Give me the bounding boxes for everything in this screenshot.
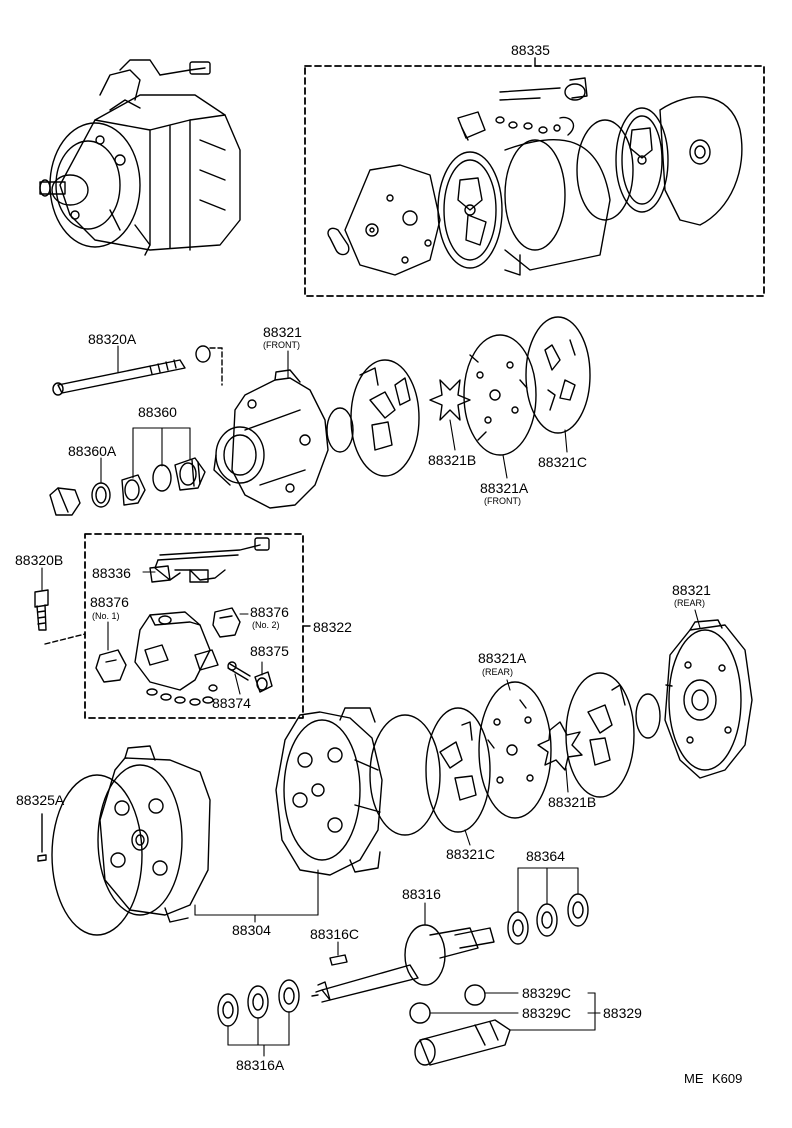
label-88329[interactable]: 88329: [603, 1005, 642, 1021]
label-88360[interactable]: 88360: [138, 404, 177, 420]
label-88329C-1[interactable]: 88329C: [522, 985, 572, 1001]
front-section-illustration: [49, 316, 591, 516]
label-88304[interactable]: 88304: [232, 922, 271, 938]
label-88376-no2[interactable]: 88376: [250, 604, 289, 620]
compressor-assembly-illustration: [39, 59, 241, 256]
label-88320A[interactable]: 88320A: [88, 331, 137, 347]
label-88329C-2[interactable]: 88329C: [522, 1005, 572, 1021]
label-88316[interactable]: 88316: [402, 886, 441, 902]
label-88321C-rear[interactable]: 88321C: [446, 846, 496, 862]
rear-section-illustration: [37, 619, 753, 1066]
label-88321B-front[interactable]: 88321B: [428, 452, 477, 468]
label-88335[interactable]: 88335: [511, 42, 550, 58]
label-front-tag-2: (FRONT): [484, 496, 521, 506]
label-88321A-rear[interactable]: 88321A: [478, 650, 527, 666]
label-88322[interactable]: 88322: [313, 619, 352, 635]
label-no1-tag: (No. 1): [92, 611, 120, 621]
label-88376-no1[interactable]: 88376: [90, 594, 129, 610]
label-88321-front[interactable]: 88321: [263, 324, 302, 340]
label-88374[interactable]: 88374: [212, 695, 251, 711]
label-88321-rear[interactable]: 88321: [672, 582, 711, 598]
label-88336[interactable]: 88336: [92, 565, 131, 581]
label-88360A[interactable]: 88360A: [68, 443, 117, 459]
fitting-kit-88322-illustration: [34, 533, 311, 719]
label-88375[interactable]: 88375: [250, 643, 289, 659]
label-no2-tag: (No. 2): [252, 620, 280, 630]
label-front-tag: (FRONT): [263, 340, 300, 350]
label-88316A[interactable]: 88316A: [236, 1057, 285, 1073]
label-rear-tag: (REAR): [674, 598, 705, 608]
leader-lines: [41, 345, 701, 1057]
gasket-kit-88335-illustration: [304, 57, 765, 297]
label-rear-tag-2: (REAR): [482, 667, 513, 677]
label-88321A-front[interactable]: 88321A: [480, 480, 529, 496]
label-88364[interactable]: 88364: [526, 848, 565, 864]
label-88316C[interactable]: 88316C: [310, 926, 360, 942]
diagram-code-prefix: ME: [684, 1071, 704, 1086]
label-88320B[interactable]: 88320B: [15, 552, 64, 568]
label-88321C-front[interactable]: 88321C: [538, 454, 588, 470]
diagram-code: K609: [712, 1071, 743, 1086]
label-88321B-rear[interactable]: 88321B: [548, 794, 597, 810]
label-88325A[interactable]: 88325A: [16, 792, 65, 808]
